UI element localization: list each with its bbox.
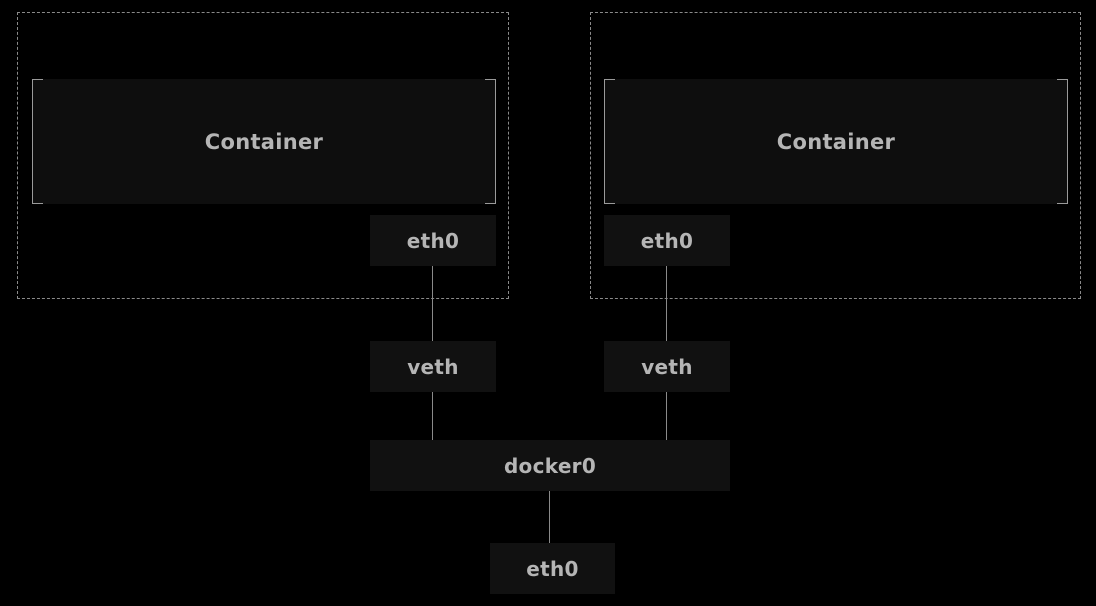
right-namespace-boundary	[590, 12, 1081, 299]
host-eth0-node: eth0	[490, 543, 615, 594]
left-veth-label: veth	[407, 354, 459, 379]
right-container-bracket-right	[1057, 79, 1068, 204]
docker0-bridge-node: docker0	[370, 440, 730, 491]
host-eth0-label: eth0	[526, 556, 579, 581]
left-container-bracket-left	[32, 79, 43, 204]
left-veth-node: veth	[370, 341, 496, 392]
right-veth-label: veth	[641, 354, 693, 379]
left-container: Container	[32, 79, 496, 204]
right-eth0-label: eth0	[640, 228, 694, 253]
left-namespace-boundary	[17, 12, 509, 299]
bridge-to-host-eth0-wire	[549, 491, 550, 543]
docker0-bridge-label: docker0	[503, 453, 597, 478]
right-eth0-node: eth0	[604, 215, 730, 266]
right-container-label: Container	[776, 129, 896, 154]
left-eth0-to-veth-wire	[432, 266, 433, 341]
left-veth-to-bridge-wire	[432, 392, 433, 440]
right-eth0-to-veth-wire	[666, 266, 667, 341]
right-veth-node: veth	[604, 341, 730, 392]
right-veth-to-bridge-wire	[666, 392, 667, 440]
left-eth0-label: eth0	[406, 228, 460, 253]
left-eth0-node: eth0	[370, 215, 496, 266]
right-container: Container	[604, 79, 1068, 204]
right-container-bracket-left	[604, 79, 615, 204]
left-container-label: Container	[204, 129, 324, 154]
left-container-bracket-right	[485, 79, 496, 204]
